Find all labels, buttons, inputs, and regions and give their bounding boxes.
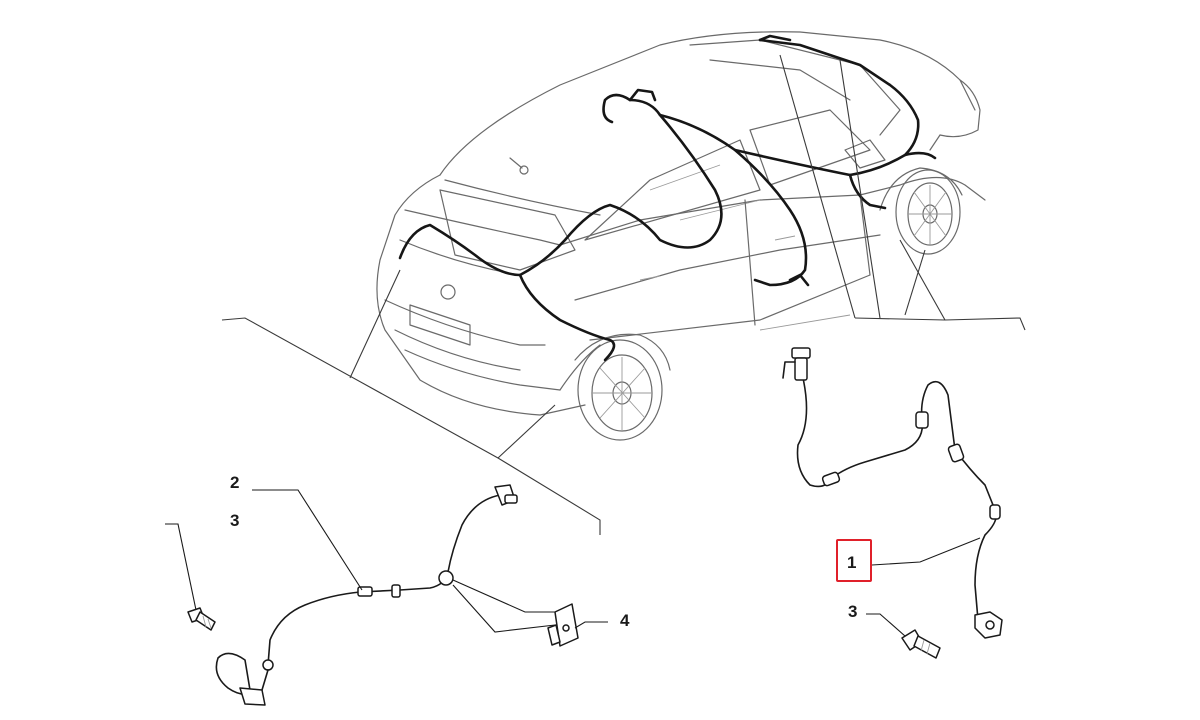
label-front-bolt: 3: [848, 602, 857, 621]
rear-abs-sensor: [215, 484, 518, 706]
front-abs-sensor: [782, 347, 1003, 639]
wiring-harness: [398, 34, 937, 362]
callout-lines: [221, 54, 1026, 535]
front-bolt: [901, 629, 941, 659]
label-bracket: 4: [620, 611, 630, 630]
rear-detail-callout: [221, 317, 601, 535]
rear-bolt: [187, 607, 216, 631]
front-detail-callout: [944, 317, 1026, 331]
label-front-sensor: 1: [847, 553, 856, 572]
leader-lines: [165, 489, 981, 637]
highlight-box: [836, 539, 872, 582]
labels: 2 3 4 3 1: [230, 473, 872, 630]
label-rear-bolt: 3: [230, 511, 239, 530]
label-rear-sensor: 2: [230, 473, 239, 492]
car-body: [376, 31, 986, 441]
bracket-part: [547, 603, 579, 647]
